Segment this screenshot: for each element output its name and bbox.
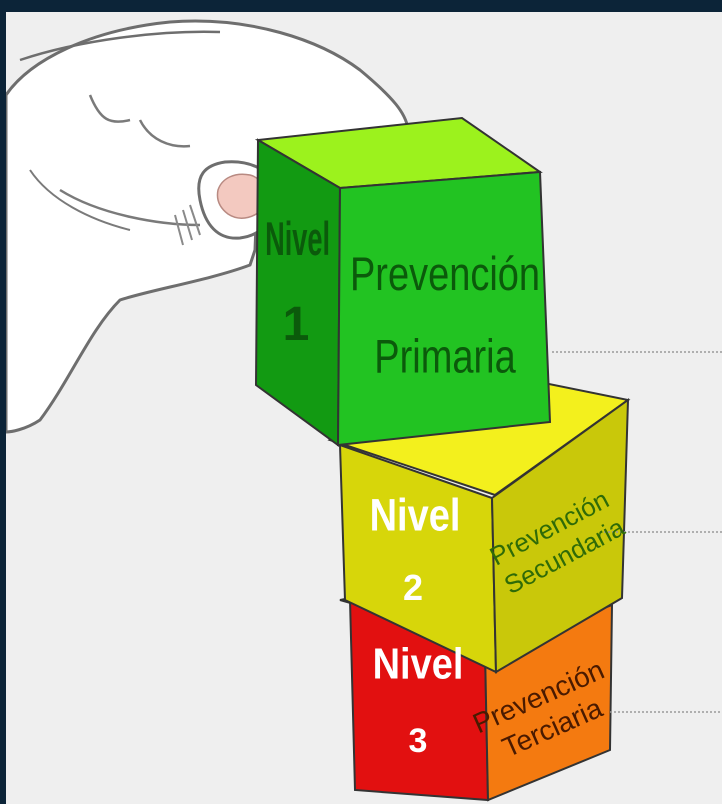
block-3-level-label: Nivel bbox=[373, 639, 464, 688]
block-2-level-label: Nivel bbox=[370, 489, 461, 540]
block-1-level-number: 1 bbox=[283, 298, 310, 351]
block-1-front-face bbox=[338, 172, 550, 445]
block-2-level-number: 2 bbox=[403, 567, 423, 608]
prevention-blocks-diagram: Nivel 1 Prevención Primaria Nivel 2 Prev… bbox=[6, 12, 722, 804]
diagram-frame: Nivel 1 Prevención Primaria Nivel 2 Prev… bbox=[6, 12, 722, 804]
block-1-left-face bbox=[256, 140, 340, 445]
block-3-level-number: 3 bbox=[409, 722, 428, 760]
block-1-name-line1: Prevención bbox=[350, 248, 540, 301]
block-1-level-label-text: Nivel bbox=[265, 213, 330, 266]
block-1-name-line2: Primaria bbox=[374, 331, 515, 384]
